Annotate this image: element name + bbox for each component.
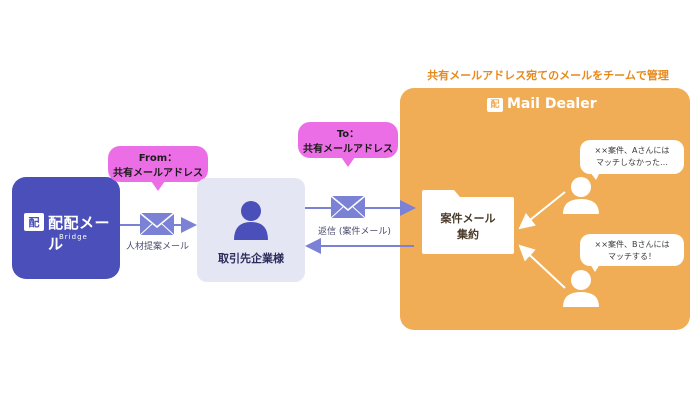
speech-bubble-a: ××案件、Aさんには マッチしなかった… <box>580 140 684 174</box>
speech-b-line2: マッチする！ <box>608 252 656 261</box>
haihai-brand-sub: Bridge <box>59 233 88 241</box>
client-company-block: 取引先企業様 <box>197 178 305 282</box>
mail-dealer-brand-name: Mail Dealer <box>507 96 597 112</box>
speech-a-line1: ××案件、Aさんには <box>594 146 670 155</box>
mail-dealer-heading: 共有メールアドレス宛てのメールをチームで管理 <box>427 69 669 82</box>
to-bubble: To： 共有メールアドレス <box>298 122 398 167</box>
speech-b-line1: ××案件、Bさんには <box>594 240 670 249</box>
speech-a-line2: マッチしなかった… <box>596 158 668 167</box>
client-label: 取引先企業様 <box>218 252 284 265</box>
speech-bubble-b: ××案件、Bさんには マッチする！ <box>580 234 684 266</box>
arrow-person-a-to-folder <box>518 191 566 230</box>
arrow-person-b-to-folder <box>518 244 566 289</box>
person-icon <box>563 270 599 307</box>
client-person-icon <box>234 201 268 240</box>
person-icon <box>563 177 599 214</box>
from-bubble-line1: From： <box>138 153 178 164</box>
from-bubble: From： 共有メールアドレス <box>108 146 208 191</box>
folder-icon <box>422 190 514 254</box>
from-bubble-line2: 共有メールアドレス <box>113 168 203 179</box>
mail-dealer-logo-icon: 配 <box>487 98 503 112</box>
folder-label-line1: 案件メール <box>440 212 496 225</box>
mail-dealer-brand: 配 Mail Dealer <box>487 96 597 112</box>
speech-a-tail <box>590 172 600 180</box>
folder-label-line2: 集約 <box>457 228 479 241</box>
haihai-brand-name: 配配メール <box>48 214 111 253</box>
to-bubble-line1: To： <box>336 129 360 140</box>
haihai-logo-icon: 配 <box>24 213 44 231</box>
to-bubble-line2: 共有メールアドレス <box>303 144 393 155</box>
haihai-mail-bridge-block: 配 配配メール Bridge <box>12 177 120 279</box>
reply-mail-label: 返信 (案件メール) <box>318 227 391 237</box>
folder-label: 案件メール 集約 <box>428 211 508 243</box>
envelope-icon <box>330 195 366 219</box>
speech-b-tail <box>590 264 600 272</box>
proposal-mail-label: 人材提案メール <box>126 242 190 252</box>
envelope-icon <box>139 212 175 236</box>
